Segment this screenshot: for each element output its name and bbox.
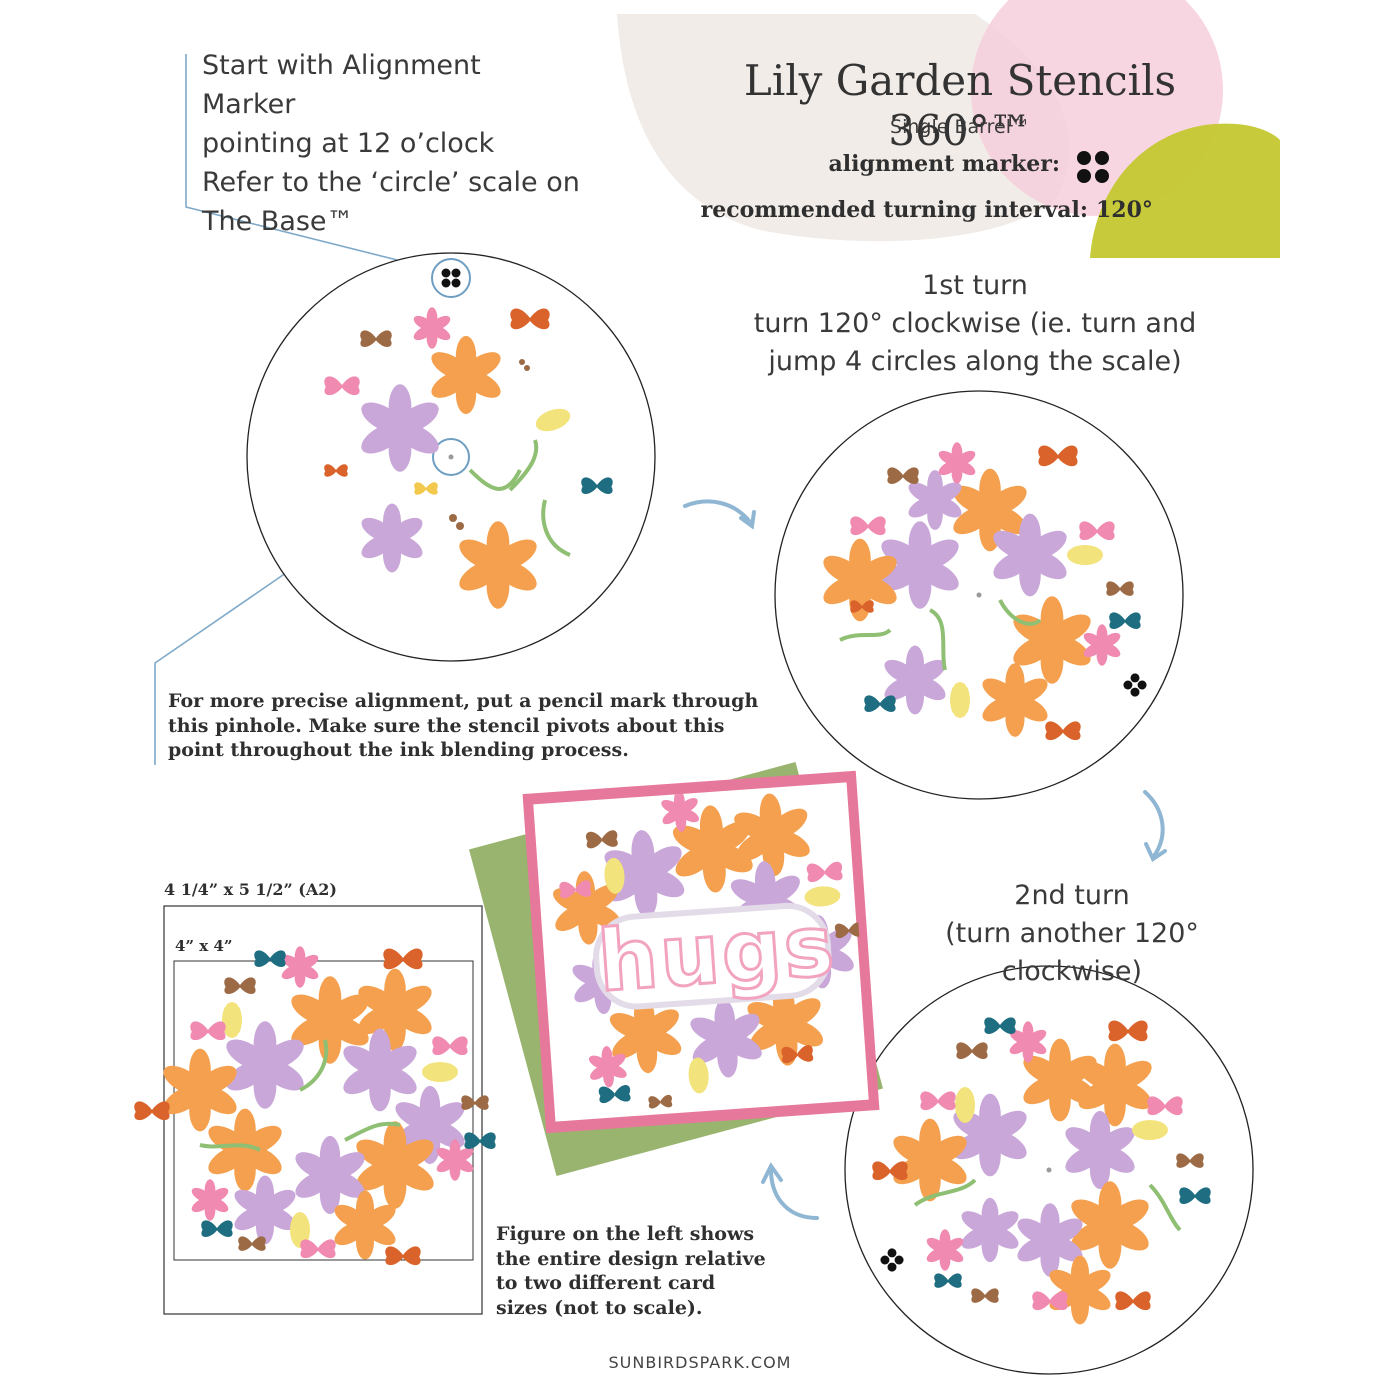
intro-instructions: Start with Alignment Marker pointing at … bbox=[202, 46, 582, 241]
intro-line: pointing at 12 o’clock bbox=[202, 128, 495, 159]
figure-note-line: sizes (not to scale). bbox=[496, 1296, 703, 1319]
turn2-line: 2nd turn bbox=[1014, 880, 1130, 911]
intro-line: Start with Alignment Marker bbox=[202, 50, 481, 120]
stencil-circle-turn1 bbox=[774, 390, 1184, 800]
second-turn-instructions: 2nd turn (turn another 120° clockwise) bbox=[872, 877, 1272, 991]
card-size-figure bbox=[134, 905, 496, 1315]
alignment-marker-label: alignment marker: bbox=[828, 151, 1060, 177]
figure-note: Figure on the left shows the entire desi… bbox=[496, 1222, 796, 1320]
card-size-a2-label: 4 1/4” x 5 1/2” (A2) bbox=[164, 880, 337, 899]
pinhole-note-line: this pinhole. Make sure the stencil pivo… bbox=[168, 714, 725, 737]
sample-card-word: hugs bbox=[593, 895, 840, 1012]
turn1-line: turn 120° clockwise (ie. turn and bbox=[753, 308, 1197, 339]
footer-website[interactable]: SUNBIRDSPARK.COM bbox=[608, 1353, 792, 1372]
turn1-line: 1st turn bbox=[922, 270, 1028, 301]
alignment-marker-icon bbox=[1076, 150, 1110, 184]
figure-note-line: to two different card bbox=[496, 1272, 716, 1294]
intro-line: The Base™ bbox=[202, 206, 354, 237]
stencil-circle-turn2 bbox=[844, 965, 1254, 1375]
turning-interval-label: recommended turning interval: bbox=[700, 197, 1088, 223]
first-turn-instructions: 1st turn turn 120° clockwise (ie. turn a… bbox=[745, 267, 1205, 381]
intro-line: Refer to the ‘circle’ scale on bbox=[202, 167, 580, 198]
pinhole-note-line: point throughout the ink blending proces… bbox=[168, 739, 629, 761]
turning-interval-value: 120° bbox=[1096, 197, 1153, 223]
header-blobs bbox=[617, 0, 1280, 258]
turn2-line: (turn another 120° clockwise) bbox=[945, 918, 1199, 987]
page-title: Lily Garden Stencils 360°™ bbox=[743, 56, 1177, 155]
sample-card bbox=[469, 762, 883, 1176]
page-subtitle: Single Barrel™ bbox=[890, 116, 1030, 138]
figure-note-line: Figure on the left shows bbox=[496, 1223, 755, 1245]
pinhole-note-line: For more precise alignment, put a pencil… bbox=[168, 690, 759, 712]
turn1-line: jump 4 circles along the scale) bbox=[768, 346, 1182, 377]
card-size-square-label: 4” x 4” bbox=[175, 937, 233, 955]
pinhole-note: For more precise alignment, put a pencil… bbox=[168, 689, 768, 763]
stencil-circle-start bbox=[246, 252, 656, 662]
figure-note-line: the entire design relative bbox=[496, 1247, 766, 1270]
curved-arrows bbox=[683, 499, 1167, 1220]
